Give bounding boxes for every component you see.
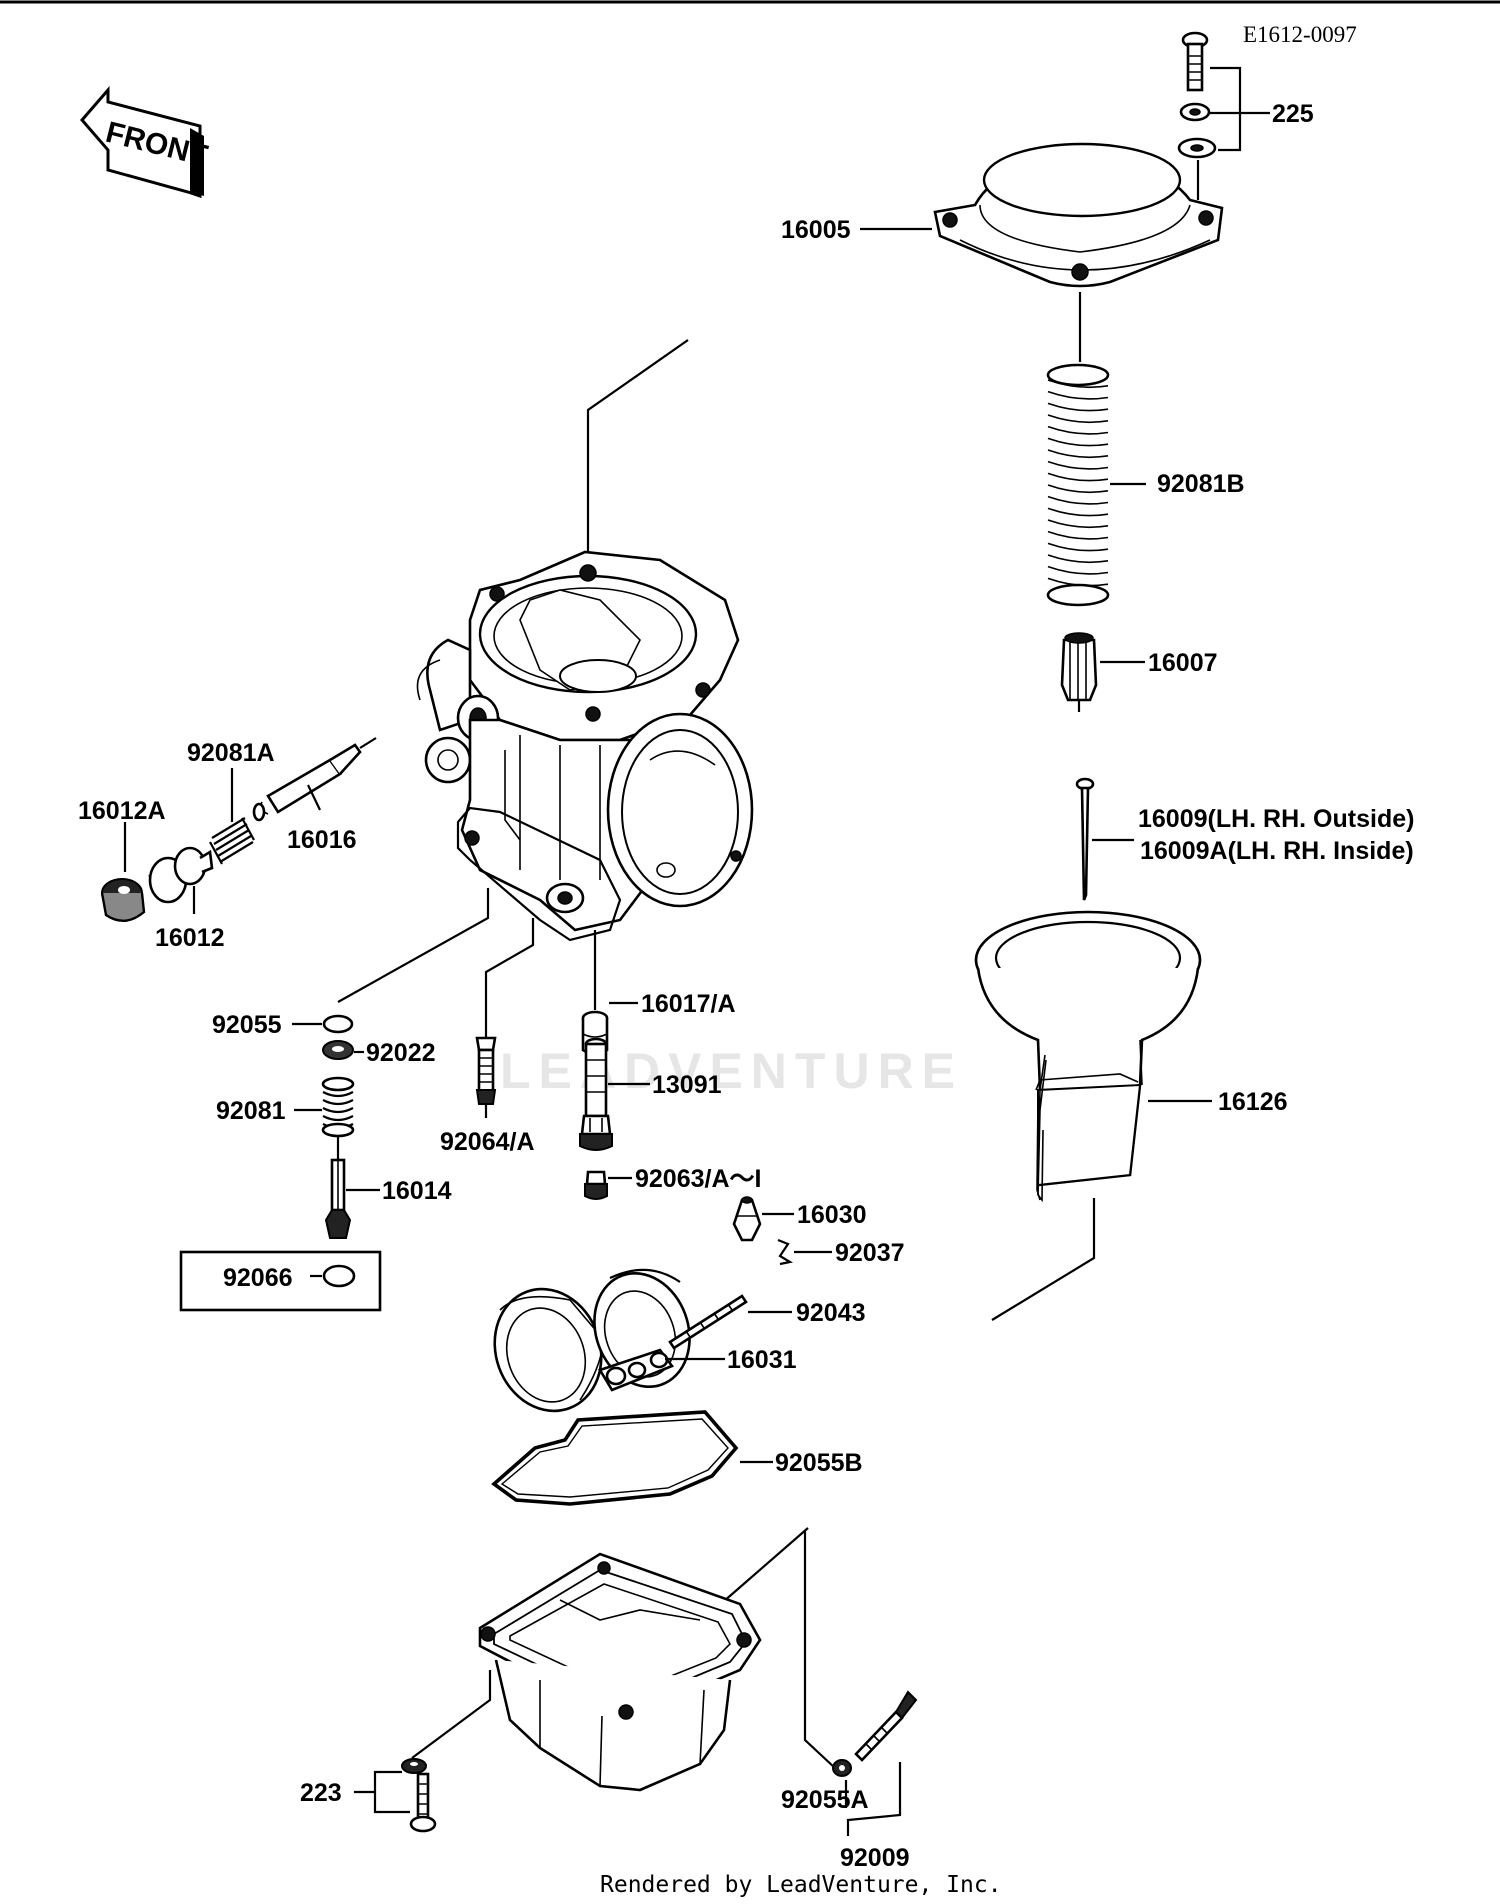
- label-16012: 16012: [155, 924, 225, 952]
- pin-92043: [668, 1294, 748, 1350]
- slow-jet-92064: [475, 1036, 497, 1105]
- float-16031: [493, 1268, 691, 1413]
- gasket-92055B: [491, 1410, 739, 1506]
- vacuum-piston-16126: [974, 910, 1202, 1203]
- o-ring-92055: [322, 1014, 354, 1034]
- drain-screw-92009: [854, 1690, 918, 1762]
- label-13091: 13091: [652, 1071, 722, 1099]
- label-92063: 92063/A～I: [635, 1165, 761, 1193]
- label-92081A: 92081A: [187, 739, 275, 767]
- label-92037: 92037: [835, 1239, 905, 1267]
- pilot-screw-16016: [260, 737, 377, 815]
- label-92064: 92064/A: [440, 1128, 535, 1156]
- label-16017: 16017/A: [641, 990, 736, 1018]
- label-16005: 16005: [781, 216, 851, 244]
- label-92066: 92066: [223, 1264, 293, 1292]
- jet-holder-13091: [579, 1037, 613, 1151]
- label-16030: 16030: [797, 1201, 867, 1229]
- box-92066: [179, 1250, 382, 1312]
- needle-16014: [324, 1136, 352, 1239]
- clip-92037: [777, 1238, 794, 1266]
- label-92081B: 92081B: [1157, 470, 1245, 498]
- leader-92009: [844, 1762, 902, 1836]
- label-92081: 92081: [216, 1097, 286, 1125]
- label-16031: 16031: [727, 1346, 797, 1374]
- jet-needle-16009: [1075, 777, 1095, 901]
- axis-body-top: [586, 339, 689, 560]
- main-jet-92063: [584, 1170, 608, 1200]
- spring-92081B: [1046, 363, 1110, 607]
- label-16007: 16007: [1148, 649, 1218, 677]
- label-92055: 92055: [212, 1011, 282, 1039]
- spring-92081A: [209, 817, 255, 865]
- label-225: 225: [1272, 100, 1314, 128]
- leader-223: [354, 1770, 410, 1814]
- label-16126: 16126: [1218, 1088, 1288, 1116]
- axis-piston-assembly: [991, 1198, 1096, 1321]
- label-92043: 92043: [796, 1299, 866, 1327]
- spring-92081: [321, 1076, 355, 1138]
- watermark: LEADVENTURE: [500, 1043, 963, 1099]
- float-bowl: [478, 1552, 762, 1792]
- float-valve-16030: [732, 1196, 762, 1242]
- label-92055B: 92055B: [775, 1449, 863, 1477]
- leader-225: [1210, 66, 1270, 152]
- axis-float-bowl: [722, 1527, 809, 1603]
- washer-92022: [322, 1040, 354, 1060]
- axis-223: [411, 1670, 492, 1759]
- axis-slow-jet: [484, 918, 535, 1040]
- screw-225: [1177, 31, 1217, 159]
- cap-16012A: [100, 878, 146, 922]
- axis-drain: [803, 1530, 836, 1769]
- label-92009: 92009: [840, 1844, 910, 1872]
- label-16009A: 16009A(LH. RH. Inside): [1140, 837, 1414, 865]
- label-16009: 16009(LH. RH. Outside): [1138, 805, 1414, 833]
- screw-223: [401, 1758, 437, 1833]
- jet-holder-16007: [1060, 632, 1098, 712]
- label-16012A: 16012A: [78, 797, 166, 825]
- label-92055A: 92055A: [781, 1786, 869, 1814]
- footer-credit: Rendered by LeadVenture, Inc.: [600, 1872, 1002, 1898]
- axis-float-valve: [337, 888, 490, 1003]
- small-o-ring: [252, 802, 266, 822]
- leader-16016: [307, 784, 321, 811]
- label-92022: 92022: [366, 1039, 436, 1067]
- carburetor-body: [416, 550, 754, 942]
- seat-92066: [322, 1264, 356, 1288]
- label-16014: 16014: [382, 1177, 452, 1205]
- o-ring-92055A: [832, 1759, 852, 1777]
- adjuster-16012: [148, 846, 214, 904]
- diagram-code: E1612-0097: [1243, 22, 1357, 47]
- label-223: 223: [300, 1779, 342, 1807]
- top-cover-16005: [933, 142, 1224, 288]
- front-arrow: FRONT: [80, 85, 211, 199]
- label-16016: 16016: [287, 826, 357, 854]
